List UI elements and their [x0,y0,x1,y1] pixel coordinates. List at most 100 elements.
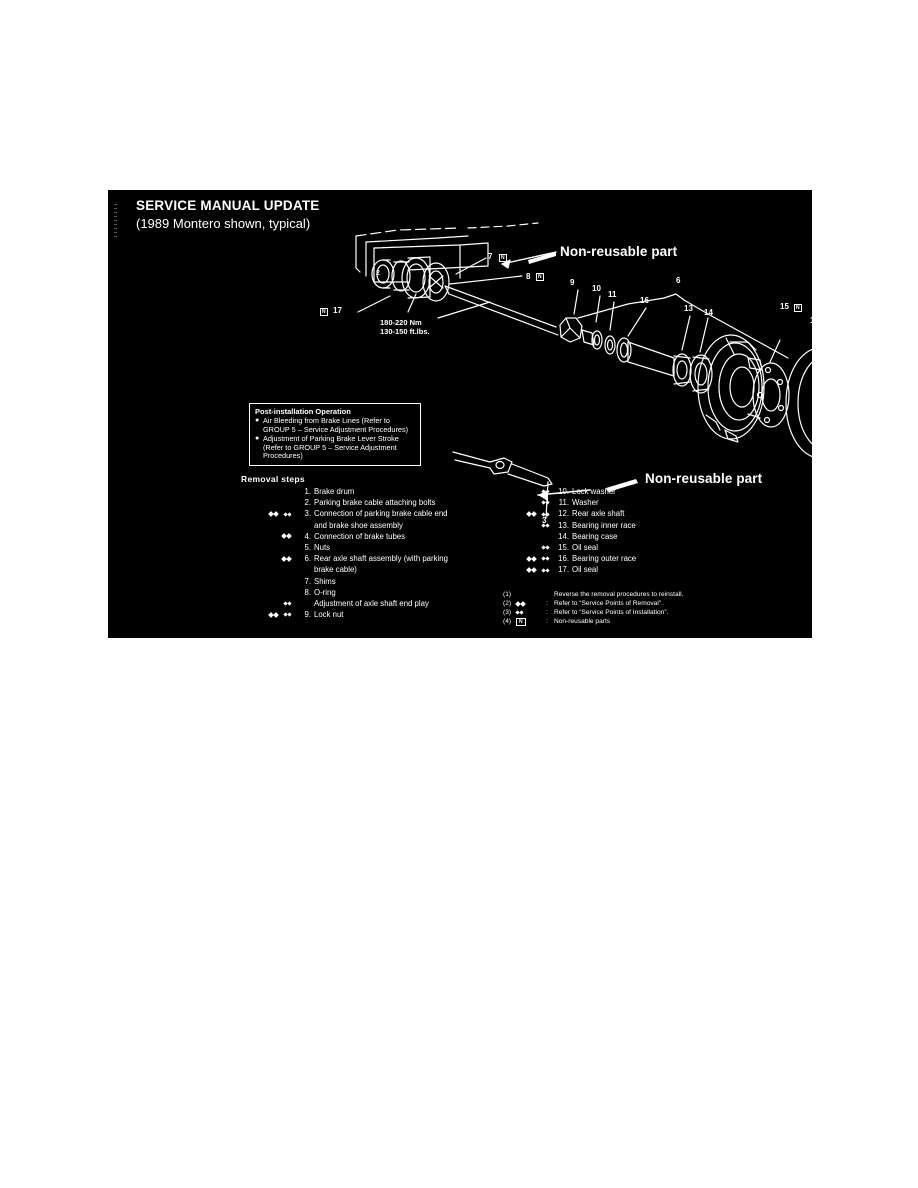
diamond-icon [520,600,526,607]
footnote-row: (1)Reverse the removal procedures to rei… [503,590,793,599]
diamond-icon [531,555,537,562]
step-label: Parking brake cable attaching bolts [314,498,436,508]
non-reusable-tag-15: N [794,304,802,312]
bullet-icon: ● [255,417,260,424]
step-number: 12. [558,509,569,519]
footnote-text: Non-reusable parts [554,618,611,625]
removal-marker-icon [526,555,537,562]
step-label: Connection of brake tubes [314,531,406,541]
footnote-index: (4) [503,618,512,625]
diamond-icon [545,556,550,561]
footnote-text: Refer to “Service Points of Removal”. [554,600,663,607]
step-label: Washer [572,498,599,508]
callout-non-reusable-top: Non-reusable part [560,244,678,259]
footnote-symbol [515,610,546,615]
step-number: 15. [558,543,569,553]
part-number-11: 11 [608,290,617,299]
installation-marker-icon [541,523,550,528]
diamond-icon [519,610,524,615]
removal-step-row: 9.Lock nut [241,609,501,620]
removal-step-row: 15.Oil seal [503,542,753,553]
removal-step-row: 13.Bearing inner race [503,520,753,531]
diamond-icon [545,511,550,517]
post-installation-item: ● Air Bleeding from Brake Lines (Refer t… [255,416,416,434]
removal-marker-icon [526,511,537,517]
part-number-7: 7 [488,252,493,261]
removal-step-row: 4.Connection of brake tubes [241,531,501,542]
removal-step-row: 10.Lock washer [503,486,753,497]
removal-step-row: 17.Oil seal [503,564,753,575]
step-markers [503,520,555,531]
part-number-10: 10 [592,284,601,293]
footnote-row: (4)N:Non-reusable parts [503,617,793,626]
diamond-icon [545,500,550,505]
removal-marker-icon [281,555,292,562]
step-markers [241,497,297,508]
installation-marker-icon [541,567,550,573]
step-markers-spacer [241,520,297,531]
step-markers [241,576,297,587]
removal-marker-icon [515,600,526,607]
removal-step-continuation: brake cable) [241,564,501,575]
non-reusable-tag-7: N [499,254,507,262]
torque-nm: 180-220 Nm [380,318,422,327]
step-markers [241,486,297,497]
step-label: Oil seal [572,565,598,575]
step-markers [241,542,297,553]
step-markers [241,508,297,519]
step-label: Rear axle shaft assembly (with parking [314,554,448,564]
step-label: Oil seal [572,543,598,553]
footnote-index: (3) [503,609,512,616]
removal-marker-icon [281,533,292,540]
installation-marker-icon [283,601,292,606]
removal-step-row: 8.O-ring [241,587,501,598]
part-number-13: 13 [684,304,693,313]
step-number: 14. [558,531,569,541]
step-label-continued: brake cable) [314,565,357,575]
step-number: 1. [304,487,311,496]
diamond-icon [287,601,292,606]
diamond-icon [545,567,550,573]
diamond-icon [287,511,292,517]
footnotes-legend: (1)Reverse the removal procedures to rei… [503,590,793,626]
step-markers [503,542,555,553]
installation-marker-icon [541,511,550,517]
part-number-9: 9 [570,278,575,287]
footnote-text: Reverse the removal procedures to reinst… [554,591,684,598]
post-installation-item-text: Adjustment of Parking Brake Lever Stroke… [263,434,399,461]
installation-marker-icon [541,500,550,505]
removal-marker-icon [268,511,279,517]
part-number-6: 6 [676,276,681,285]
diamond-icon [531,567,537,573]
diamond-icon [545,489,550,494]
removal-step-row: 5.Nuts [241,542,501,553]
step-markers [503,486,555,497]
installation-marker-icon [541,556,550,561]
removal-step-continuation: and brake shoe assembly [241,520,501,531]
post-installation-item: ● Adjustment of Parking Brake Lever Stro… [255,434,416,461]
step-label: Bearing outer race [572,554,637,564]
torque-specification: 180-220 Nm 130-150 ft.lbs. [380,318,430,336]
removal-step-row: 11.Washer [503,497,753,508]
step-label: Connection of parking brake cable end [314,509,448,519]
step-markers [241,609,297,620]
diamond-icon [545,523,550,528]
step-number: 16. [558,554,569,564]
diamond-icon [286,555,292,562]
step-markers [503,497,555,508]
part-number-3: 3 [542,516,547,525]
step-markers [503,553,555,564]
page-title: SERVICE MANUAL UPDATE [136,198,320,213]
step-label: Rear axle shaft [572,509,625,519]
removal-step-row: 7.Shims [241,576,501,587]
installation-marker-icon [283,612,292,617]
step-markers [241,531,297,542]
removal-step-row: 12.Rear axle shaft [503,508,753,519]
diamond-icon [273,511,279,517]
step-label: O-ring [314,587,336,597]
step-label: Nuts [314,543,331,553]
footnote-text: Refer to “Service Points of Installation… [554,609,669,616]
removal-marker-icon [268,611,279,618]
step-label: Lock nut [314,610,344,620]
step-number: 8. [304,587,311,597]
